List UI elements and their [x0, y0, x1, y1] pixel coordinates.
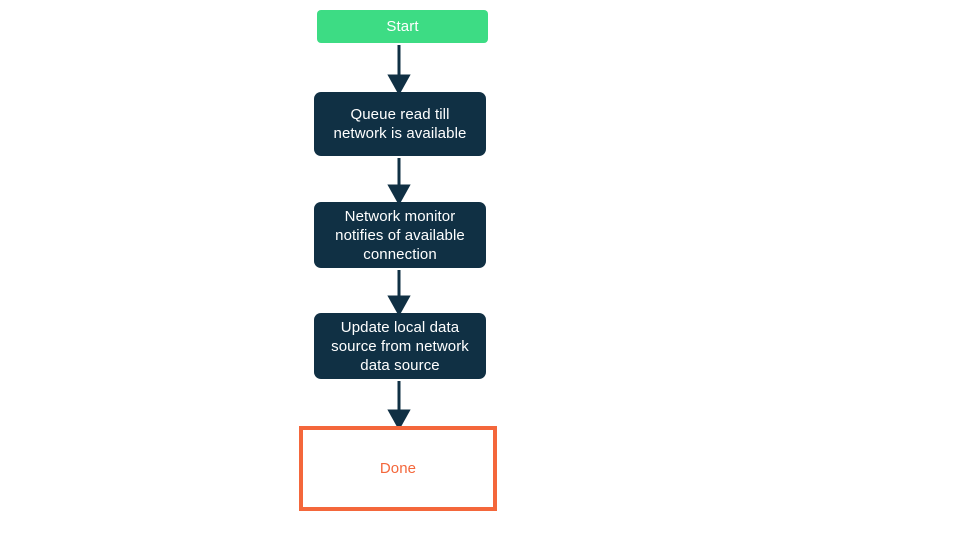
node-network-monitor-label: Network monitor notifies of available co…	[335, 207, 465, 263]
node-start[interactable]: Start	[317, 10, 488, 43]
node-queue-read-label: Queue read till network is available	[333, 106, 467, 142]
node-network-monitor[interactable]: Network monitor notifies of available co…	[314, 202, 486, 268]
node-queue-read[interactable]: Queue read till network is available	[314, 92, 486, 156]
node-done[interactable]: Done	[299, 426, 497, 511]
node-update-local[interactable]: Update local data source from network da…	[314, 313, 486, 379]
node-done-label: Done	[379, 460, 417, 477]
node-start-label: Start	[386, 18, 419, 35]
node-update-local-label: Update local data source from network da…	[331, 318, 469, 374]
